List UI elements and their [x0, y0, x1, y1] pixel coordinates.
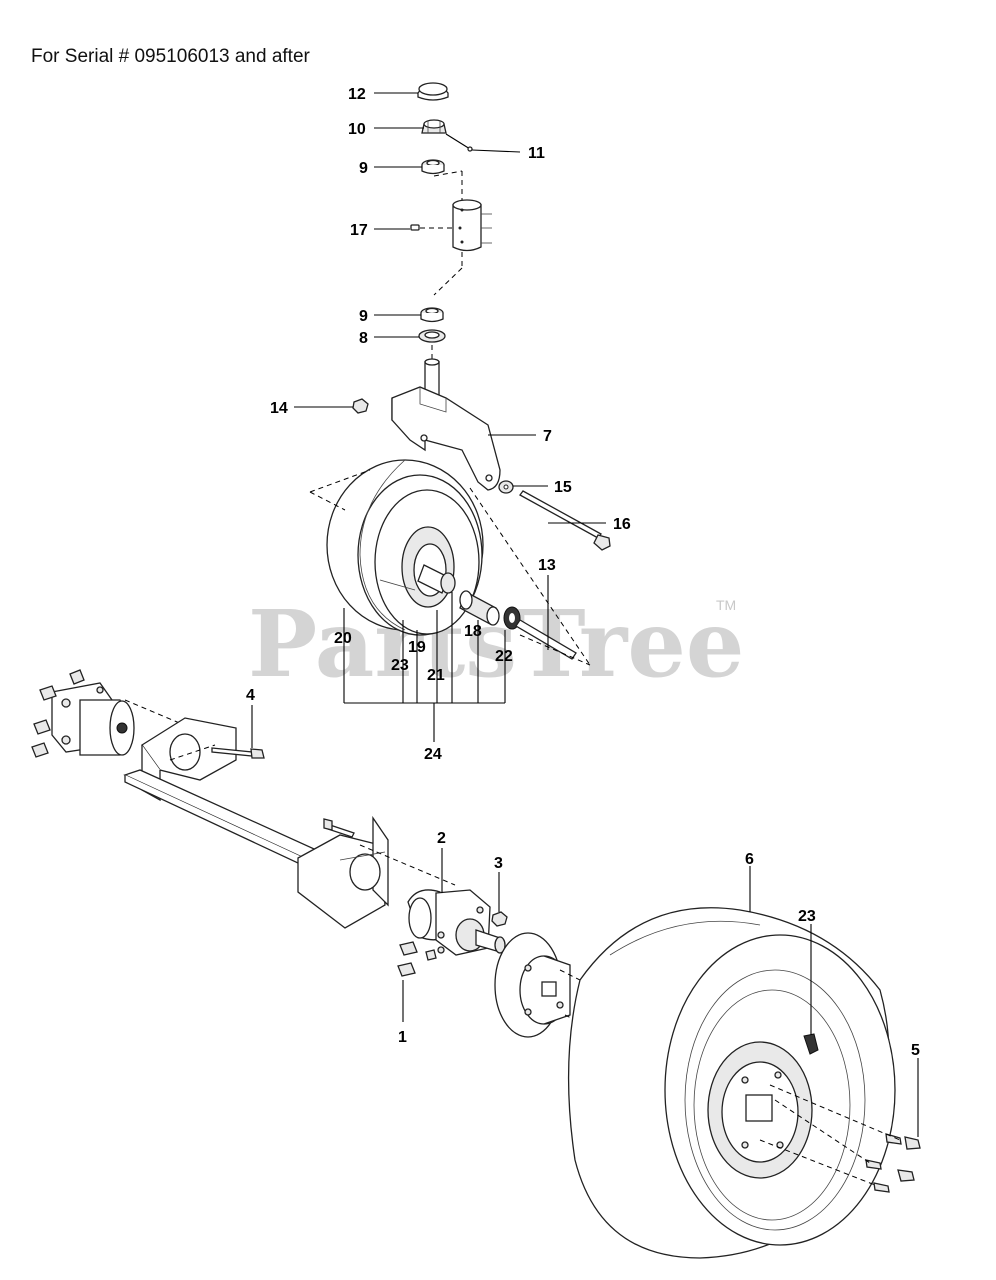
castle-nut-part — [421, 119, 447, 134]
callout-20: 20 — [334, 630, 352, 647]
washer-part — [498, 480, 514, 494]
callout-23-drive: 23 — [798, 908, 816, 925]
caster-assembly — [309, 82, 611, 666]
callout-22: 22 — [495, 648, 513, 665]
right-hydraulic-fittings — [397, 941, 437, 977]
caster-housing-part — [452, 199, 492, 252]
callout-9-upper: 9 — [359, 160, 368, 177]
drive-assembly — [31, 669, 921, 1259]
lock-nut-part — [352, 398, 369, 414]
roller-bearing-part — [459, 590, 500, 626]
callout-1: 1 — [398, 1029, 407, 1046]
spacer-tube-part — [417, 564, 456, 594]
drive-tire-part — [567, 907, 896, 1259]
callout-19: 19 — [408, 639, 426, 656]
callout-2: 2 — [437, 830, 446, 847]
page-caption: For Serial # 095106013 and after — [31, 46, 310, 67]
hex-nut-part — [491, 911, 508, 927]
callout-4: 4 — [246, 687, 255, 704]
callout-3: 3 — [494, 855, 503, 872]
wheel-hub-part — [494, 932, 571, 1038]
spacer-pin-part — [515, 619, 577, 660]
wheel-seal-part — [503, 606, 521, 630]
mount-bolt-part — [323, 818, 355, 838]
lower-bearing-part — [420, 307, 444, 323]
callout-21: 21 — [427, 667, 445, 684]
right-wheel-motor-part — [407, 889, 506, 956]
grease-fitting-part — [410, 224, 420, 231]
dust-cap-part — [417, 82, 449, 101]
lug-bolts-part — [865, 1133, 921, 1193]
callout-15: 15 — [554, 479, 572, 496]
callout-16: 16 — [613, 516, 631, 533]
callout-11: 11 — [528, 145, 545, 162]
callout-12: 12 — [348, 86, 366, 103]
leader-lines — [294, 92, 606, 742]
caster-fork-part — [391, 358, 501, 491]
left-hydraulic-fittings — [31, 669, 85, 758]
upper-bearing-part — [421, 159, 445, 175]
cotter-pin-part — [445, 133, 473, 152]
motor-mount-frame-part — [123, 717, 389, 929]
axle-bolt-part — [519, 490, 611, 551]
callout-14: 14 — [270, 400, 288, 417]
callout-17: 17 — [350, 222, 368, 239]
callout-13: 13 — [538, 557, 556, 574]
watermark: PartsTree TM — [248, 590, 744, 698]
callout-18: 18 — [464, 623, 482, 640]
callout-8: 8 — [359, 330, 368, 347]
callout-6: 6 — [745, 851, 754, 868]
callout-5: 5 — [911, 1042, 920, 1059]
watermark-text: PartsTree — [248, 590, 744, 698]
callout-23-caster: 23 — [391, 657, 409, 674]
callout-labels: 12 10 11 9 17 9 8 14 7 15 16 13 20 19 18… — [246, 86, 920, 1059]
callout-9-lower: 9 — [359, 308, 368, 325]
mount-bolt-4-part — [211, 747, 265, 759]
seal-part — [418, 329, 446, 343]
left-wheel-motor-part — [51, 682, 135, 756]
watermark-tm: TM — [716, 597, 736, 613]
callout-24: 24 — [424, 746, 442, 763]
callout-10: 10 — [348, 121, 366, 138]
leader-lines-lower — [251, 705, 919, 1137]
callout-7: 7 — [543, 428, 552, 445]
